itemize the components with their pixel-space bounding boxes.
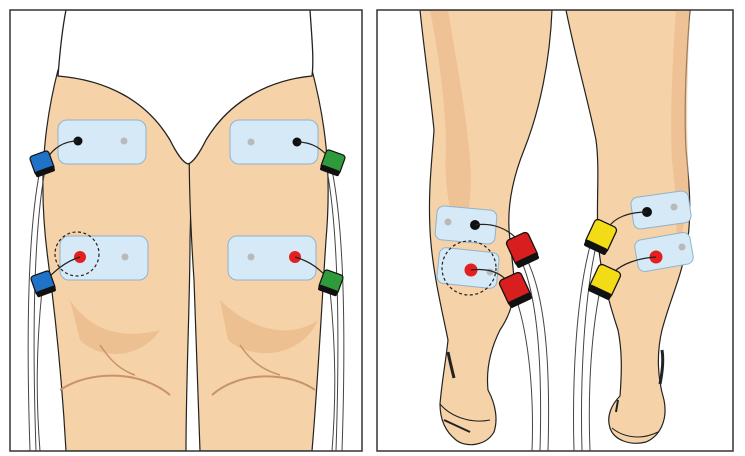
inactive-dot	[678, 243, 686, 251]
red-connector	[505, 231, 539, 268]
cable	[331, 169, 345, 451]
cable	[36, 289, 43, 451]
electrode-pad	[229, 119, 319, 165]
electrode-pad	[54, 231, 149, 281]
cable	[27, 169, 41, 451]
electrode-pad	[434, 205, 498, 245]
electrode-pad	[630, 190, 692, 230]
inactive-dot	[670, 203, 678, 211]
motor-point-highlight	[54, 231, 100, 277]
lead-wire	[474, 223, 517, 239]
panel-frame-right	[376, 9, 734, 452]
electrode-pad	[227, 235, 317, 281]
cable	[581, 245, 597, 451]
cable	[329, 289, 336, 451]
panel-back-calves	[377, 10, 733, 451]
cable	[573, 245, 591, 451]
motor-point-highlight	[441, 240, 497, 296]
inactive-dot	[247, 138, 255, 146]
inactive-dot	[247, 253, 255, 261]
cable	[519, 257, 542, 451]
yellow-connector	[588, 263, 622, 300]
cable	[515, 297, 533, 451]
cable	[588, 289, 601, 451]
cable	[525, 257, 550, 451]
panel-front-thighs	[10, 10, 362, 451]
red-connector	[498, 271, 532, 308]
electrode-pad	[436, 240, 500, 296]
inactive-dot	[444, 218, 452, 226]
panel-frame-left	[9, 9, 363, 452]
lead-wire	[613, 256, 657, 273]
underwear	[57, 10, 314, 165]
yellow-connector	[584, 218, 618, 255]
blue-connector	[29, 150, 55, 178]
green-connector	[318, 269, 344, 297]
inactive-dot	[120, 137, 128, 145]
blue-connector	[30, 270, 56, 298]
green-connector	[320, 149, 346, 177]
inactive-dot	[121, 253, 129, 261]
